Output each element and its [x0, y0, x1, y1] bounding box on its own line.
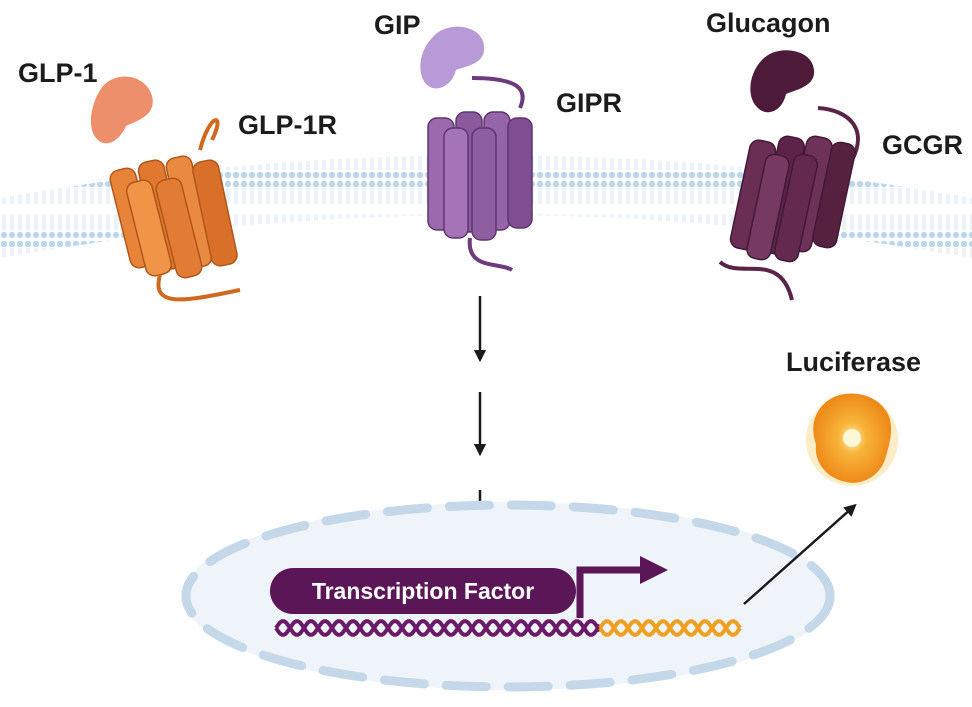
- gcgr-receptor: [718, 106, 860, 301]
- gipr-label: GIPR: [556, 88, 623, 118]
- dna-reporter-gene: [598, 619, 742, 637]
- glp1-label: GLP-1: [18, 58, 98, 88]
- gip-label: GIP: [374, 10, 421, 40]
- expression-arrow: [743, 503, 857, 605]
- glucagon-label: Glucagon: [706, 8, 831, 38]
- glucagon-ligand: [750, 50, 815, 113]
- transcription-arrow-head: [640, 556, 668, 584]
- transcription-factor: [270, 568, 576, 614]
- glp1-ligand: [90, 76, 153, 144]
- glp1r-label: GLP-1R: [238, 110, 338, 140]
- gip-ligand: [420, 26, 485, 89]
- transcription-factor-label: Transcription Factor: [311, 578, 535, 604]
- luciferase-label: Luciferase: [786, 347, 922, 377]
- transcription-start-arrow: [576, 566, 642, 618]
- luciferase-protein: [806, 393, 898, 486]
- dna-promoter: [274, 619, 602, 637]
- gipr-receptor: [427, 76, 533, 272]
- nuclear-envelope: [181, 500, 835, 692]
- glp1r-receptor: [109, 118, 241, 302]
- gcgr-label: GCGR: [882, 130, 963, 160]
